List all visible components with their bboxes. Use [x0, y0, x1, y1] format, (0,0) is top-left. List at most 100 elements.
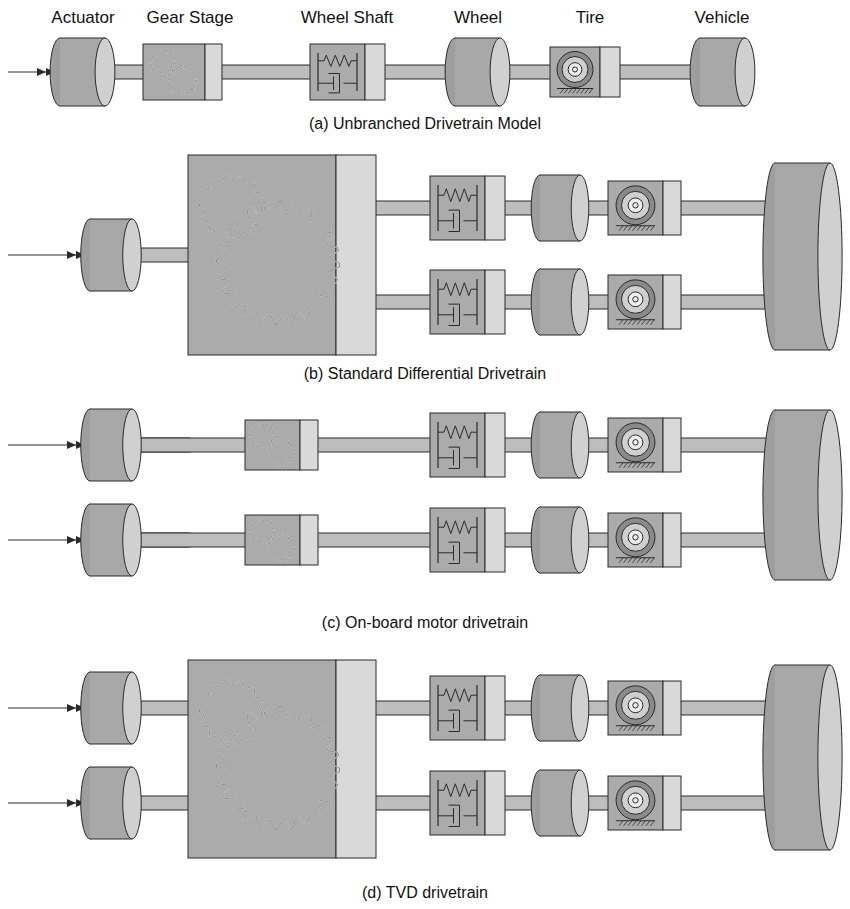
inertia-disc: [818, 665, 842, 850]
tire-plate: [663, 513, 681, 567]
gear: [168, 65, 197, 94]
spring-damper-box: [430, 176, 485, 240]
gear-stage-plate: [300, 515, 318, 565]
tire-symbol: [568, 63, 582, 77]
inertia-disc: [60, 38, 105, 39]
ground-hatch: [633, 726, 637, 731]
inertia-disc: [90, 672, 132, 673]
tire-symbol: [622, 786, 650, 814]
inertia-disc: [90, 291, 132, 292]
subfigure-caption: (a) Unbranched Drivetrain Model: [309, 115, 541, 133]
ground-hatch: [637, 558, 641, 563]
inertia-disc: [540, 412, 580, 413]
gear: [250, 424, 275, 448]
tire-symbol: [616, 518, 655, 557]
inertia-disc: [775, 850, 830, 851]
ground-line: [616, 225, 655, 226]
ground-line: [616, 462, 655, 463]
ground-hatch: [650, 821, 654, 826]
inertia-disc: [90, 504, 132, 505]
inertia-disc: [571, 412, 589, 478]
gear-stage-box: [245, 515, 300, 565]
tire-symbol: [622, 191, 650, 219]
ground-hatch: [641, 726, 645, 731]
inertia-disc: [818, 163, 842, 350]
gear: [268, 440, 295, 467]
ground-line: [616, 557, 655, 558]
component-heading: Tire: [576, 8, 605, 28]
ground-hatch: [619, 558, 623, 563]
ground-hatch: [650, 463, 654, 468]
tire-symbol: [628, 530, 643, 545]
inertia-disc: [455, 38, 500, 39]
ground-hatch: [641, 463, 645, 468]
tire-symbol: [622, 691, 650, 719]
inertia-disc: [540, 241, 580, 242]
ground-hatch: [641, 320, 645, 325]
gear: [150, 50, 175, 74]
ground-hatch: [628, 320, 632, 325]
ground-line: [616, 319, 655, 320]
tire-plate: [663, 275, 681, 329]
tire-box: [608, 181, 663, 235]
ground-hatch: [577, 89, 581, 94]
tire-symbol: [628, 793, 643, 808]
inertia-disc: [540, 507, 580, 508]
ground-hatch: [637, 463, 641, 468]
spring-damper-bar: [476, 517, 477, 563]
spring-damper-bar: [437, 422, 438, 468]
subfigure-caption: (b) Standard Differential Drivetrain: [304, 365, 546, 383]
input-arrow: [67, 536, 76, 544]
inertia-disc: [700, 38, 745, 39]
tire-symbol: [616, 423, 655, 462]
tire-symbol: [633, 703, 638, 708]
tire-symbol: [616, 781, 655, 820]
inertia-disc: [123, 672, 141, 744]
component-heading: Gear Stage: [147, 8, 234, 28]
inertia-disc: [540, 269, 580, 270]
inertia-disc: [95, 38, 115, 106]
tire-symbol: [628, 435, 643, 450]
gear: [268, 440, 295, 467]
damper-symbol: [318, 73, 357, 92]
gear-stage-box: [188, 660, 336, 858]
ground-hatch: [637, 226, 641, 231]
gear: [268, 535, 295, 562]
inertia-disc: [60, 106, 105, 107]
spring-damper-bar: [437, 279, 438, 325]
inertia-disc: [90, 481, 132, 482]
ground-hatch: [633, 558, 637, 563]
ground-hatch: [568, 89, 572, 94]
inertia-disc: [775, 163, 830, 164]
damper-symbol: [438, 710, 477, 731]
gear-stage-box: [245, 420, 300, 470]
ground-line: [616, 820, 655, 821]
inertia-disc: [123, 409, 141, 481]
spring-damper-plate: [485, 413, 505, 477]
input-arrow: [37, 68, 46, 76]
ground-hatch: [641, 558, 645, 563]
input-arrow: [67, 704, 76, 712]
subfigure-caption: (c) On-board motor drivetrain: [322, 614, 528, 632]
spring-damper-plate: [365, 44, 385, 100]
gear: [216, 201, 339, 324]
gear-stage-box: [143, 44, 205, 100]
ground-hatch: [650, 226, 654, 231]
tire-plate: [663, 776, 681, 830]
component-heading: Actuator: [51, 8, 114, 28]
inertia-disc: [540, 675, 580, 676]
tire-symbol: [633, 535, 638, 540]
damper-symbol: [438, 304, 477, 325]
ground-hatch: [619, 463, 623, 468]
inertia-disc: [540, 770, 580, 771]
inertia-disc: [90, 409, 132, 410]
inertia-disc: [540, 175, 580, 176]
inertia-disc: [90, 576, 132, 577]
ground-hatch: [641, 226, 645, 231]
ground-hatch: [637, 821, 641, 826]
ground-hatch: [650, 558, 654, 563]
inertia-disc: [571, 175, 589, 241]
gear: [150, 50, 175, 74]
ground-hatch: [585, 89, 589, 94]
